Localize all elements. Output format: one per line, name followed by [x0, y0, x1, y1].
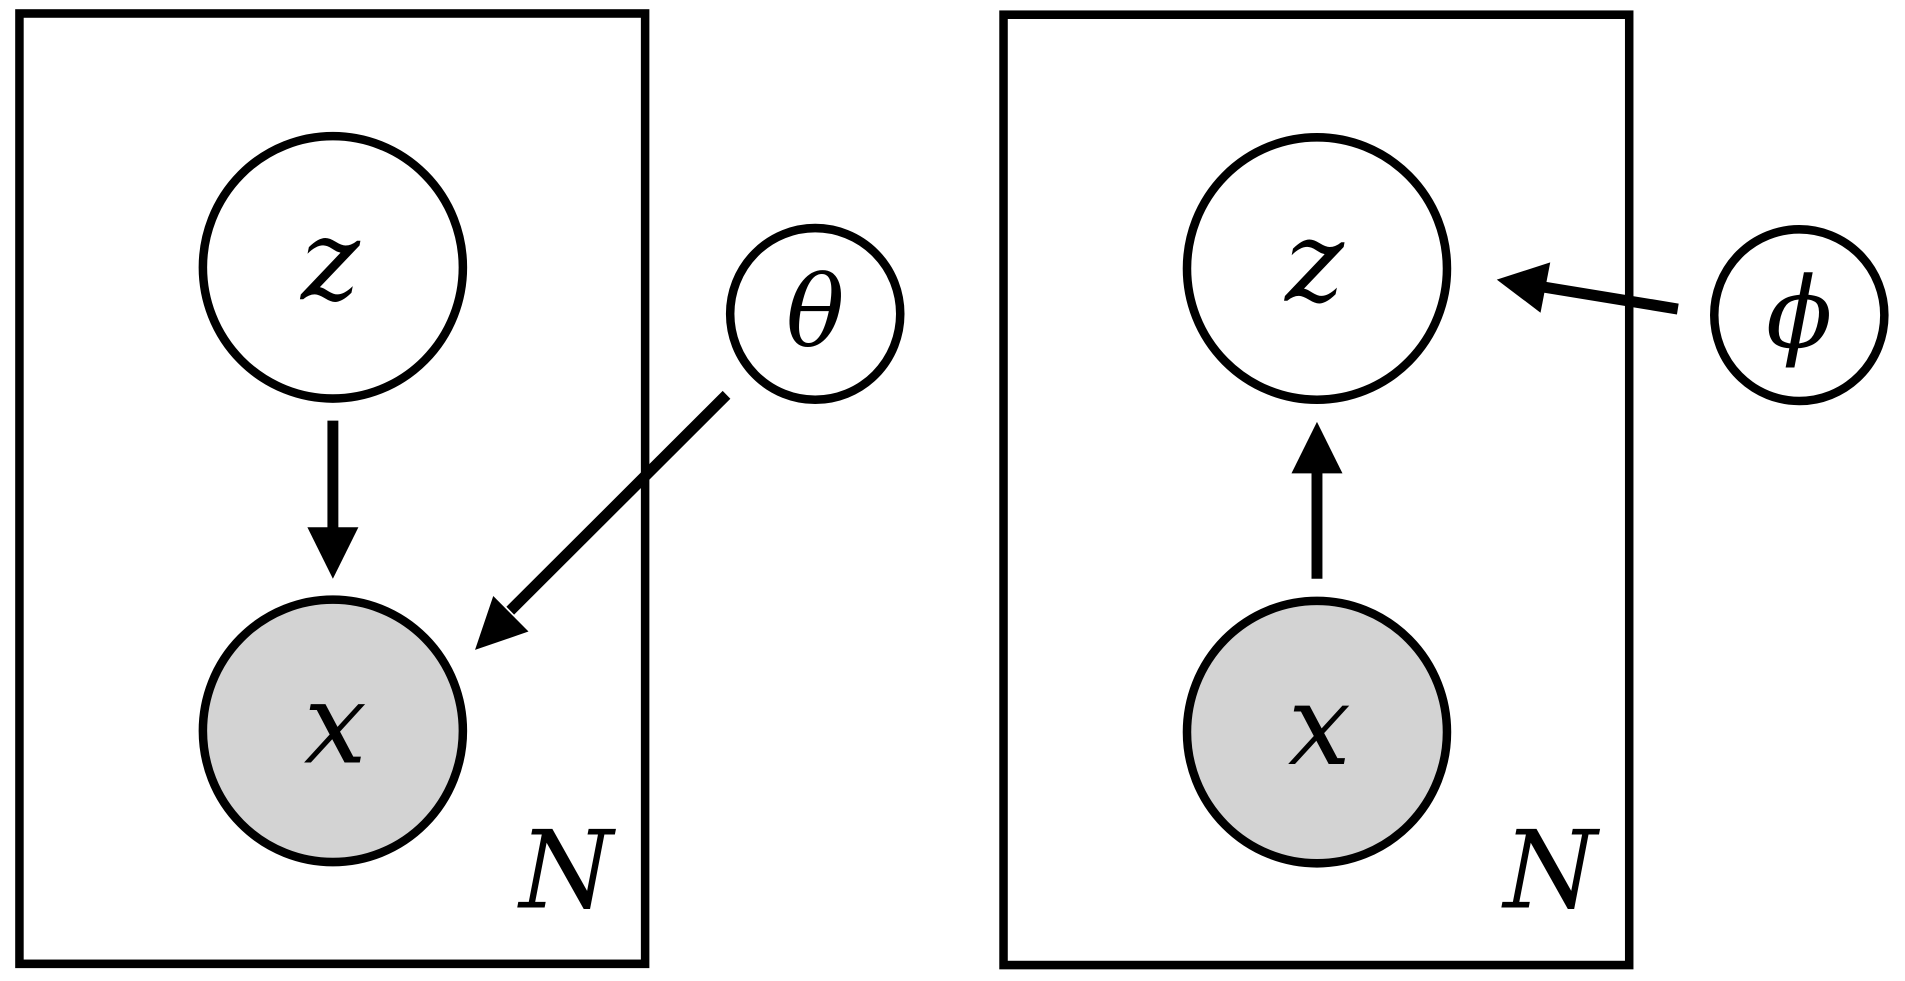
left-observed-node-x[interactable]: x	[198, 595, 468, 867]
right-model: N z x ϕ	[999, 10, 1889, 970]
edge-x-to-z	[1291, 421, 1343, 579]
edge-phi-z-shaft	[1542, 281, 1679, 315]
right-plate	[999, 10, 1634, 970]
edge-z-to-x	[307, 420, 359, 579]
right-latent-node-z[interactable]: z	[1182, 133, 1452, 405]
left-model: N z x θ	[15, 9, 905, 969]
edge-phi-z-arrowhead	[1496, 262, 1551, 313]
left-latent-circle	[198, 131, 468, 403]
left-observed-circle	[198, 595, 468, 867]
edge-phi-to-z	[1496, 262, 1679, 315]
left-parameter-node-theta[interactable]: θ	[725, 223, 905, 405]
right-observed-node-x[interactable]: x	[1182, 596, 1452, 868]
right-parameter-node-phi[interactable]: ϕ	[1710, 225, 1889, 406]
left-plate-label: N	[516, 808, 617, 934]
right-observed-circle	[1182, 596, 1452, 868]
right-latent-circle	[1182, 133, 1452, 405]
phi-label: ϕ	[1766, 257, 1832, 372]
edge-x-z-arrowhead	[1291, 421, 1343, 474]
right-latent-label: z	[1283, 197, 1345, 328]
edge-theta-to-x	[475, 390, 731, 650]
theta-label: θ	[786, 255, 845, 370]
left-observed-label: x	[304, 659, 367, 790]
right-plate-label: N	[1500, 808, 1601, 934]
left-latent-label: z	[299, 196, 361, 327]
edge-z-x-arrowhead	[307, 527, 359, 579]
left-latent-node-z[interactable]: z	[198, 131, 468, 403]
phi-circle	[1710, 225, 1889, 406]
left-plate	[15, 9, 650, 969]
edge-theta-x-arrowhead	[475, 595, 529, 650]
edge-theta-x-shaft	[506, 390, 731, 615]
right-observed-label: x	[1288, 660, 1351, 791]
theta-circle	[725, 223, 905, 405]
